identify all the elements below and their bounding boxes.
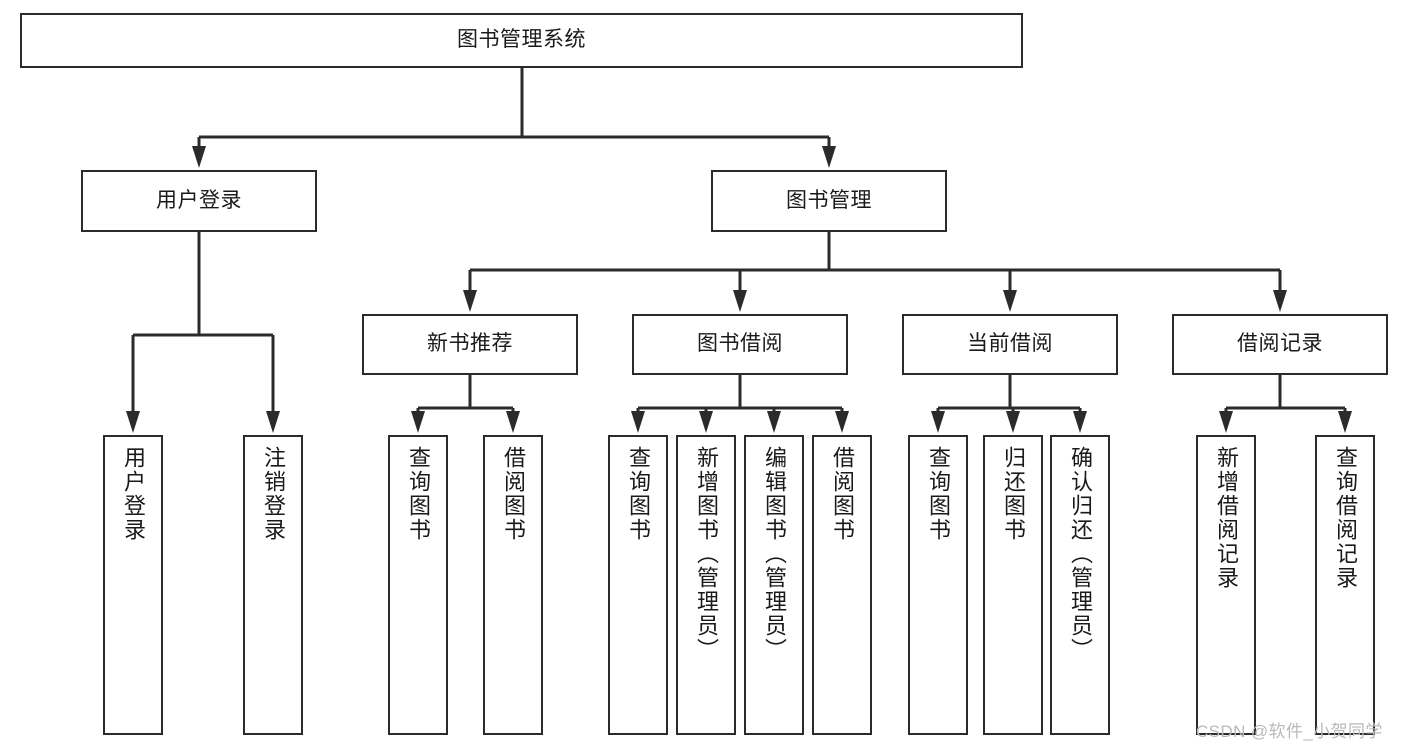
edge-group-0-arrow-0	[411, 411, 425, 433]
node-label: 编辑图书（管理员）	[762, 446, 787, 662]
node-level3-1: 图书借阅	[632, 314, 848, 375]
node-label: 图书管理	[786, 188, 872, 212]
edge-group-3-arrow-0	[1219, 411, 1233, 433]
edge-root-to-level2-arrow-0	[192, 146, 206, 168]
edge-bookmgmt-to-level3-arrow-1	[733, 290, 747, 312]
node-label: 查询借阅记录	[1333, 446, 1358, 590]
node-root: 图书管理系统	[20, 13, 1023, 68]
edge-userlogin-to-leaves-arrow-1	[266, 411, 280, 433]
node-level3-0: 新书推荐	[362, 314, 578, 375]
node-leaf-8: 查询图书	[908, 435, 968, 735]
node-label: 查询图书	[406, 446, 431, 542]
node-label: 新书推荐	[427, 332, 513, 356]
node-leaf-0: 用户登录	[103, 435, 163, 735]
node-leaf-1: 注销登录	[243, 435, 303, 735]
node-leaf-3: 借阅图书	[483, 435, 543, 735]
node-leaf-7: 借阅图书	[812, 435, 872, 735]
node-label: 借阅图书	[830, 446, 855, 542]
edge-group-2-arrow-1	[1006, 411, 1020, 433]
node-label: 查询图书	[626, 446, 651, 542]
node-leaf-12: 查询借阅记录	[1315, 435, 1375, 735]
edge-bookmgmt-to-level3-arrow-0	[463, 290, 477, 312]
edge-userlogin-to-leaves-arrow-0	[126, 411, 140, 433]
edge-group-1-arrow-3	[835, 411, 849, 433]
node-leaf-2: 查询图书	[388, 435, 448, 735]
edge-bookmgmt-to-level3-arrow-2	[1003, 290, 1017, 312]
edge-group-1-arrow-1	[699, 411, 713, 433]
csdn-watermark: CSDN @软件_小贺同学	[1196, 722, 1383, 741]
edge-group-2-arrow-0	[931, 411, 945, 433]
edge-bookmgmt-to-level3-arrow-3	[1273, 290, 1287, 312]
edge-group-2-arrow-2	[1073, 411, 1087, 433]
edge-group-1-arrow-2	[767, 411, 781, 433]
node-label: 当前借阅	[967, 332, 1053, 356]
node-label: 新增图书（管理员）	[694, 446, 719, 662]
node-leaf-10: 确认归还（管理员）	[1050, 435, 1110, 735]
node-leaf-9: 归还图书	[983, 435, 1043, 735]
edge-group-0-arrow-1	[506, 411, 520, 433]
node-level2-0: 用户登录	[81, 170, 317, 232]
node-leaf-11: 新增借阅记录	[1196, 435, 1256, 735]
node-label: 借阅图书	[501, 446, 526, 542]
edge-group-1-arrow-0	[631, 411, 645, 433]
node-leaf-5: 新增图书（管理员）	[676, 435, 736, 735]
node-label: 用户登录	[121, 446, 146, 542]
node-leaf-4: 查询图书	[608, 435, 668, 735]
node-level3-2: 当前借阅	[902, 314, 1118, 375]
node-label: 归还图书	[1001, 446, 1026, 542]
node-label: 用户登录	[156, 188, 242, 212]
node-label: 图书管理系统	[457, 28, 586, 52]
edge-root-to-level2-arrow-1	[822, 146, 836, 168]
node-label: 注销登录	[261, 446, 286, 542]
node-level2-1: 图书管理	[711, 170, 947, 232]
node-label: 查询图书	[926, 446, 951, 542]
node-leaf-6: 编辑图书（管理员）	[744, 435, 804, 735]
node-label: 确认归还（管理员）	[1068, 446, 1093, 662]
edge-group-3-arrow-1	[1338, 411, 1352, 433]
node-label: 新增借阅记录	[1214, 446, 1239, 590]
node-label: 借阅记录	[1237, 332, 1323, 356]
node-level3-3: 借阅记录	[1172, 314, 1388, 375]
node-label: 图书借阅	[697, 332, 783, 356]
